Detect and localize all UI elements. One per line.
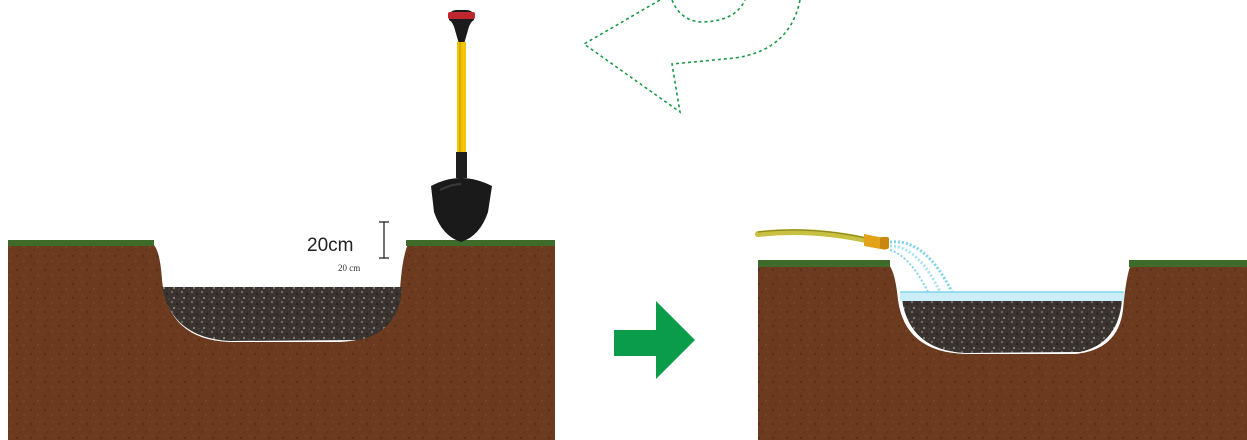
right-arrow-icon [614,301,695,379]
curved-back-arrow-icon [584,0,800,112]
right-grass-strip-a [758,260,890,267]
right-grass-strip-b [1129,260,1247,267]
depth-label-small: 20 cm [338,263,360,273]
depth-label: 20cm [307,235,353,256]
left-grass-strip-b [406,240,555,246]
left-grass-strip-a [8,240,154,246]
left-soil-panel [8,240,555,440]
right-soil-panel [758,260,1247,440]
left-soil-ground [8,244,555,440]
left-gravel-layer [162,287,402,341]
right-gravel-layer [902,300,1122,353]
right-water-layer [900,292,1124,301]
depth-indicator: 20cm 20 cm [307,222,389,273]
shovel-icon [431,10,492,242]
